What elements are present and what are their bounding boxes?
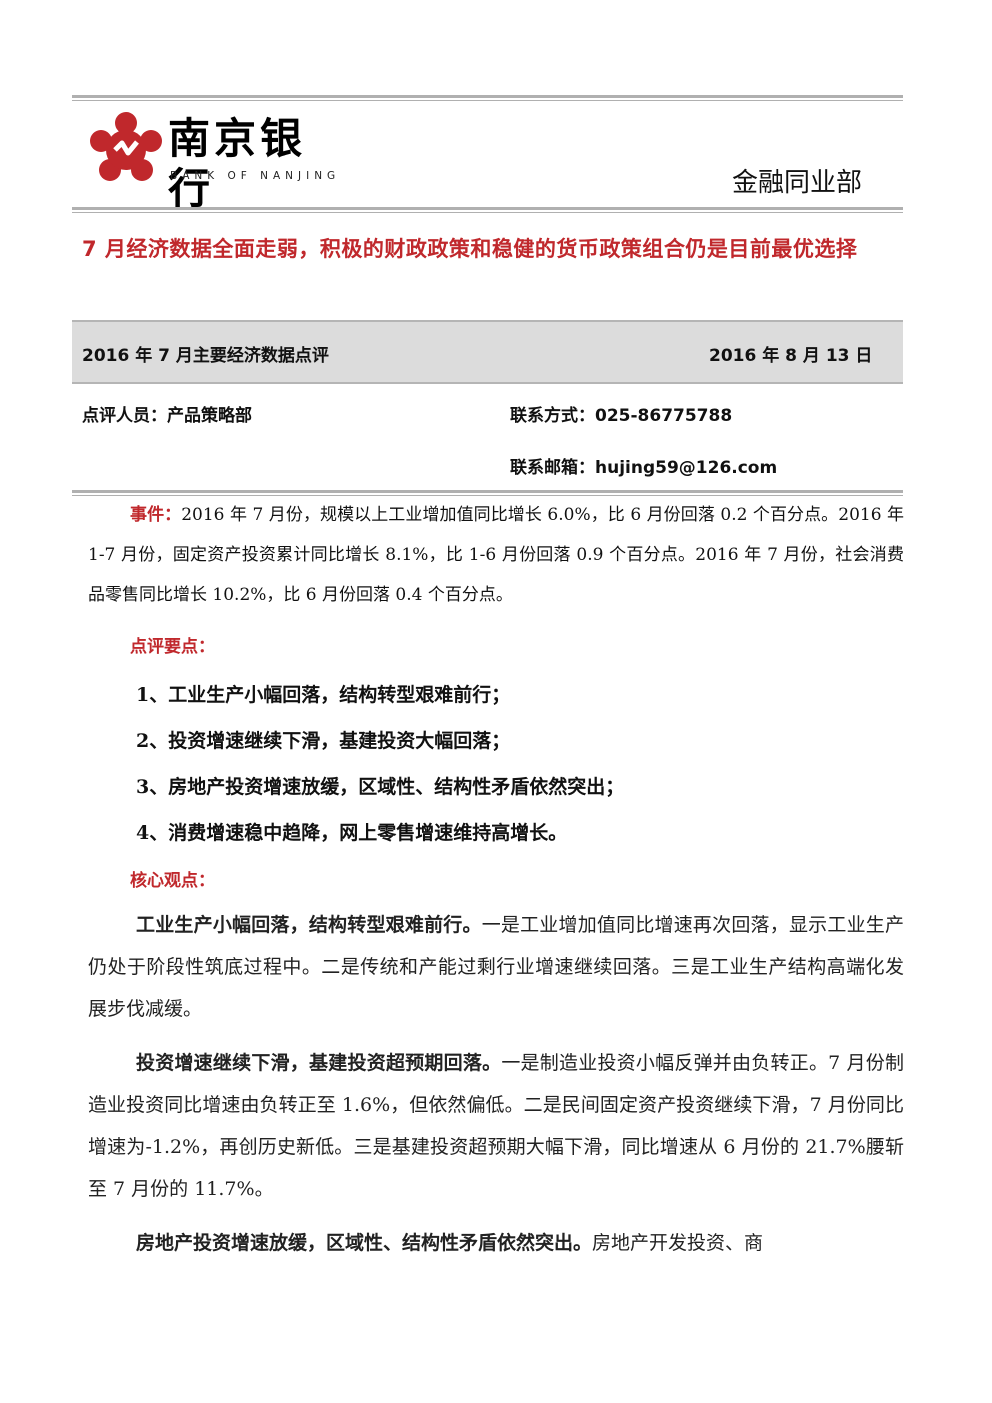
report-banner: 2016 年 7 月主要经济数据点评 2016 年 8 月 13 日 — [72, 320, 903, 384]
core-view-paragraph: 工业生产小幅回落，结构转型艰难前行。一是工业增加值同比增速再次回落，显示工业生产… — [88, 904, 904, 1030]
bank-name-en: BANK OF NANJING — [170, 170, 341, 182]
header-rule — [72, 207, 903, 210]
core-views-label: 核心观点： — [130, 871, 215, 891]
reviewer-info: 点评人员：产品策略部 — [82, 406, 252, 426]
key-point-item: 3、房地产投资增速放缓，区域性、结构性矛盾依然突出； — [136, 776, 625, 798]
core-view-lead: 投资增速继续下滑，基建投资超预期回落。 — [136, 1052, 502, 1074]
event-text: 2016 年 7 月份，规模以上工业增加值同比增长 6.0%，比 6 月份回落 … — [88, 505, 904, 605]
event-paragraph: 事件：2016 年 7 月份，规模以上工业增加值同比增长 6.0%，比 6 月份… — [88, 495, 904, 615]
top-rule-thin — [72, 100, 903, 101]
key-point-item: 4、消费增速稳中趋降，网上零售增速维持高增长。 — [136, 822, 568, 844]
core-view-lead: 房地产投资增速放缓，区域性、结构性矛盾依然突出。 — [136, 1232, 593, 1254]
core-view-lead: 工业生产小幅回落，结构转型艰难前行。 — [136, 914, 482, 936]
contact-phone: 联系方式：025-86775788 — [510, 406, 733, 426]
core-view-text: 一是制造业投资小幅反弹并由负转正。7 月份制造业投资同比增速由负转正至 1.6%… — [88, 1052, 904, 1200]
core-view-paragraph: 投资增速继续下滑，基建投资超预期回落。一是制造业投资小幅反弹并由负转正。7 月份… — [88, 1042, 904, 1210]
key-point-item: 1、工业生产小幅回落，结构转型艰难前行； — [136, 684, 511, 706]
core-view-text: 房地产开发投资、商 — [592, 1232, 764, 1254]
report-title: 2016 年 7 月主要经济数据点评 — [82, 346, 329, 366]
key-points-label: 点评要点： — [130, 637, 215, 657]
meta-rule-thin — [72, 495, 903, 496]
core-view-paragraph: 房地产投资增速放缓，区域性、结构性矛盾依然突出。房地产开发投资、商 — [88, 1222, 904, 1264]
department-name: 金融同业部 — [731, 168, 862, 198]
report-date: 2016 年 8 月 13 日 — [709, 346, 873, 366]
event-label: 事件： — [130, 505, 182, 525]
meta-rule — [72, 490, 903, 493]
bank-logo: 南京银行 BANK OF NANJING — [88, 112, 348, 213]
header-rule-thin — [72, 212, 903, 213]
contact-email: 联系邮箱：hujing59@126.com — [510, 458, 778, 478]
bank-emblem-icon — [90, 112, 162, 181]
bank-name-cn: 南京银行 — [168, 114, 307, 213]
top-rule — [72, 95, 903, 98]
report-headline: 7 月经济数据全面走弱，积极的财政政策和稳健的货币政策组合仍是目前最优选择 — [82, 237, 858, 261]
key-point-item: 2、投资增速继续下滑，基建投资大幅回落； — [136, 730, 511, 752]
core-view-text: 一是工业增加值同比增速再次回落，显示工业生产仍处于阶段性筑底过程中。二是传统和产… — [88, 914, 904, 1020]
